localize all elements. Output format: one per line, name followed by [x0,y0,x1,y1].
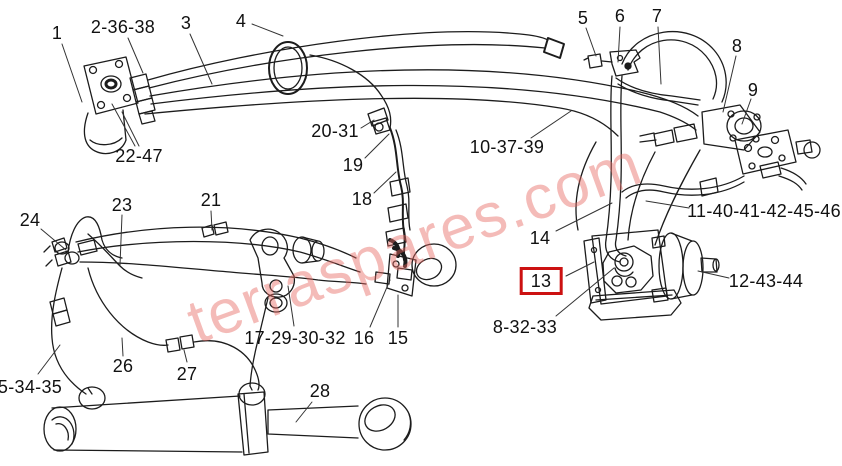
hose-bundle-drawing [144,31,699,137]
part-label-20-31: 20-31 [311,121,359,141]
leader-lines [37,23,752,423]
part-label-28: 28 [309,381,331,401]
part-label-14: 14 [529,228,551,248]
part-label-10-37-39: 10-37-39 [469,137,545,157]
part-label-3: 3 [180,13,192,33]
part-label-8: 8 [731,36,743,56]
part-label-15: 15 [387,328,409,348]
middle-hose-drawing [309,54,411,268]
part-label-7: 7 [651,6,663,26]
part-label-19: 19 [342,155,364,175]
part-label-9: 9 [747,80,759,100]
part-label-6: 6 [614,6,626,26]
vertical-tube-drawing [575,75,701,263]
part-label-18: 18 [351,189,373,209]
part-label-4: 4 [235,11,247,31]
part-label-11-40-41-42-45-46: 11-40-41-42-45-46 [687,201,841,221]
part-label-1: 1 [51,23,63,43]
part-label-23: 23 [111,195,133,215]
part-label-13-highlighted: 13 [519,267,563,295]
part-label-2-36-38: 2-36-38 [90,17,156,37]
part-label-26: 26 [112,356,134,376]
flange-fitting-drawing [83,56,156,155]
part-label-5-34-35: 5-34-35 [0,377,63,397]
steering-assembly-drawing [43,216,457,395]
valve-assembly-drawing [583,30,821,199]
part-label-8-32-33: 8-32-33 [492,317,558,337]
pump-assembly-drawing [583,229,720,321]
cylinder-drawing [43,382,412,456]
part-label-12-43-44: 12-43-44 [728,271,804,291]
part-label-27: 27 [176,364,198,384]
part-label-16: 16 [353,328,375,348]
part-label-21: 21 [200,190,222,210]
part-label-24: 24 [19,210,41,230]
part-label-5: 5 [577,8,589,28]
part-label-22-47: 22-47 [115,146,163,166]
part-label-17-29-30-32: 17-29-30-32 [244,328,346,348]
